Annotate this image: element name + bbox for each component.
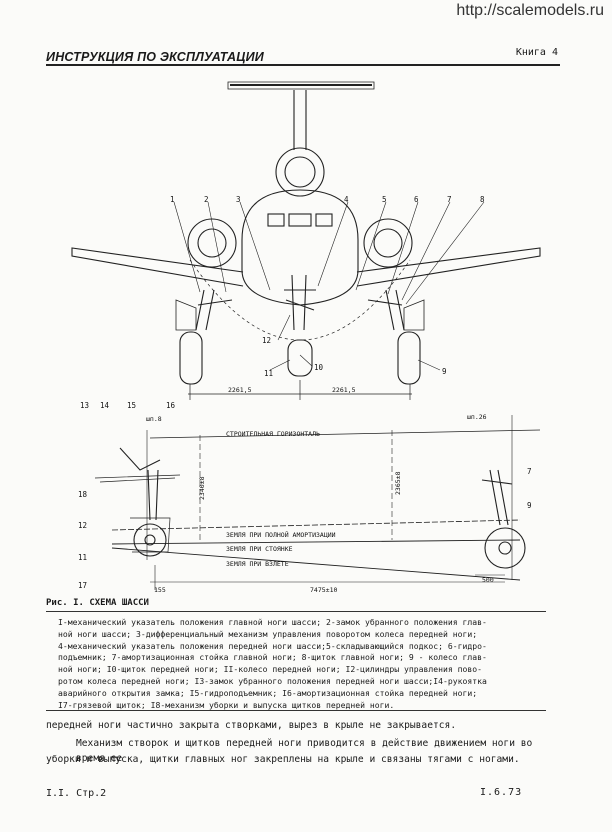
legend-line: подъемник; 7-амортизационная стойка глав… (58, 652, 487, 663)
svg-text:16: 16 (166, 401, 176, 410)
svg-text:18: 18 (78, 490, 88, 499)
legend-line: I7-грязевой щиток; I8-механизм уборки и … (58, 699, 395, 710)
line-full: ЗЕМЛЯ ПРИ ПОЛНОЙ АМОРТИЗАЦИИ (226, 530, 336, 539)
svg-text:14: 14 (100, 401, 110, 410)
svg-text:5: 5 (382, 195, 387, 204)
watermark: http://scalemodels.ru (456, 2, 604, 19)
legend-line: ной ноги шасси; 3-дифференциальный механ… (58, 628, 478, 639)
svg-text:7: 7 (447, 195, 452, 204)
body-paragraph: уборки и выпуска, щитки главных ног закр… (46, 754, 520, 765)
dim-7475: 7475±10 (310, 586, 337, 594)
header-rule (46, 64, 560, 66)
legend-line: аварийного открытия замка; I5-гидроподъе… (58, 687, 478, 698)
svg-text:10: 10 (314, 363, 324, 372)
body-paragraph: передней ноги частично закрыта створками… (46, 720, 457, 731)
document-title: ИНСТРУКЦИЯ ПО ЭКСПЛУАТАЦИИ (46, 50, 264, 64)
legend-line: ной ноги; I0-щиток передней ноги; II-кол… (58, 664, 482, 675)
legend-line: ротом колеса передней ноги; I3-замок убр… (58, 675, 487, 686)
svg-text:9: 9 (527, 501, 532, 510)
svg-text:13: 13 (80, 401, 89, 410)
legend-rule (46, 710, 546, 711)
dim-left: 2261,5 (228, 386, 252, 394)
svg-text:12: 12 (78, 521, 87, 530)
svg-text:3: 3 (236, 195, 241, 204)
frame-right: шп.26 (467, 413, 487, 421)
dim-155: 155 (154, 586, 166, 594)
dim-right: 2261,5 (332, 386, 356, 394)
svg-text:6: 6 (414, 195, 419, 204)
body-paragraph: Механизм створок и щитков передней ноги … (76, 738, 533, 764)
svg-text:12: 12 (262, 336, 271, 345)
figure-caption: Рис. I. СХЕМА ШАССИ (46, 598, 149, 608)
dim-v2: 2365±8 (394, 471, 402, 495)
caption-rule (46, 611, 546, 612)
svg-text:7: 7 (527, 467, 532, 476)
line-takeoff: ЗЕМЛЯ ПРИ ВЗЛЕТЕ (226, 560, 289, 568)
figure-legend: I-механический указатель положения главн… (58, 617, 554, 711)
svg-text:11: 11 (78, 553, 87, 562)
svg-text:2: 2 (204, 195, 209, 204)
legend-line: I-механический указатель положения главн… (58, 617, 487, 627)
svg-text:8: 8 (480, 195, 485, 204)
svg-text:11: 11 (264, 369, 273, 378)
dim-500: 500 (482, 576, 494, 584)
svg-text:9: 9 (442, 367, 447, 376)
svg-text:1: 1 (170, 195, 175, 204)
dim-v1: 2340±8 (198, 476, 206, 500)
landing-gear-figure: 1 2 3 4 5 6 7 8 9 10 11 12 2261,5 2261,5… (71, 81, 541, 594)
book-number: Книга 4 (515, 47, 558, 58)
svg-text:4: 4 (344, 195, 349, 204)
page-date: I.6.73 (480, 787, 523, 798)
svg-text:15: 15 (127, 401, 136, 410)
line-stand: ЗЕМЛЯ ПРИ СТОЯНКЕ (226, 545, 293, 553)
legend-line: 4-механический указатель положения перед… (58, 640, 487, 651)
frame-left: шп.8 (146, 415, 162, 423)
svg-text:17: 17 (78, 581, 87, 590)
line-horizontal: СТРОИТЕЛЬНАЯ ГОРИЗОНТАЛЬ (226, 430, 320, 438)
page-number: I.I. Стр.2 (46, 788, 107, 799)
